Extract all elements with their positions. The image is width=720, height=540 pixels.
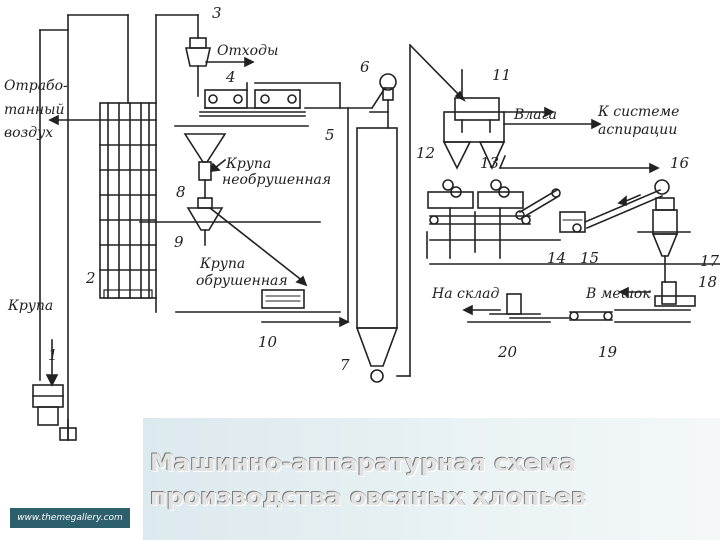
- caption-panel: [143, 418, 720, 540]
- number-3: 3: [212, 4, 222, 22]
- label-spent-air-2: танный: [4, 102, 64, 118]
- slide-title-line-1: Машинно-аппаратурная схема: [150, 449, 576, 477]
- feeder-1: [32, 384, 77, 441]
- number-8: 8: [176, 183, 186, 201]
- label-groats: Крупа: [7, 298, 53, 314]
- slide-title-line-2: производства овсяных хлопьев: [150, 483, 587, 511]
- label-aspiration-2: аспирации: [598, 122, 677, 138]
- number-16: 16: [670, 154, 690, 172]
- number-1: 1: [48, 346, 58, 364]
- inclined-conveyor-14: [515, 188, 561, 220]
- elevator-6: [347, 73, 397, 323]
- number-6: 6: [360, 58, 370, 76]
- equipment-numbers: 1 2 3 4 5 6 7 8 9 10 11 12 13 14 15 16 1…: [48, 4, 720, 374]
- number-20: 20: [497, 343, 518, 361]
- number-7: 7: [340, 356, 350, 374]
- number-17: 17: [700, 252, 720, 270]
- separator-3: [185, 14, 255, 97]
- spent-air-arrow: [48, 114, 101, 126]
- warehouse-line-20: [429, 263, 720, 323]
- aspirator-8: [183, 133, 227, 199]
- number-19: 19: [598, 343, 618, 361]
- number-4: 4: [225, 68, 236, 86]
- sieve-15: [559, 211, 586, 233]
- bin-17: [637, 197, 691, 283]
- number-5: 5: [325, 126, 335, 144]
- flaking-mills-13: [426, 179, 561, 259]
- number-12: 12: [416, 144, 435, 162]
- packer-18: [618, 281, 696, 307]
- separator-9: [139, 197, 321, 287]
- huller-unit-4-5: [174, 82, 387, 127]
- number-14: 14: [547, 249, 566, 267]
- diagram-labels: Отходы Отрабо- танный воздух Влага К сис…: [4, 43, 679, 314]
- slide-title: Машинно-аппаратурная схема производства …: [150, 446, 586, 514]
- bag-conveyor-19: [509, 309, 691, 323]
- conveyor-16: [583, 179, 670, 230]
- label-spent-air-3: воздух: [4, 125, 53, 141]
- label-unhulled-2: необрушенная: [222, 172, 331, 188]
- watermark-text: www.themegallery.com: [17, 513, 123, 523]
- number-18: 18: [698, 273, 717, 291]
- label-unhulled-1: Крупа: [225, 156, 271, 172]
- label-aspiration-1: К системе: [597, 104, 679, 120]
- watermark-badge: www.themegallery.com: [10, 508, 130, 528]
- number-13: 13: [480, 154, 499, 172]
- number-11: 11: [492, 66, 511, 84]
- steam-vessel-7: [355, 43, 466, 383]
- drier-11: [442, 69, 660, 174]
- label-hulled-2: обрушенная: [196, 273, 288, 289]
- number-15: 15: [580, 249, 599, 267]
- label-moisture: Влага: [513, 107, 557, 123]
- label-waste: Отходы: [217, 43, 278, 59]
- label-to-warehouse: На склад: [431, 286, 499, 302]
- number-2: 2: [85, 269, 96, 287]
- grading-table-10: [175, 289, 350, 328]
- number-10: 10: [258, 333, 278, 351]
- label-spent-air-1: Отрабо-: [4, 78, 68, 94]
- feed-line: [39, 14, 69, 441]
- steamer-tower-2: [67, 14, 199, 313]
- label-hulled-1: Крупа: [199, 256, 245, 272]
- number-9: 9: [174, 233, 184, 251]
- label-to-bag: В мешок: [585, 286, 651, 302]
